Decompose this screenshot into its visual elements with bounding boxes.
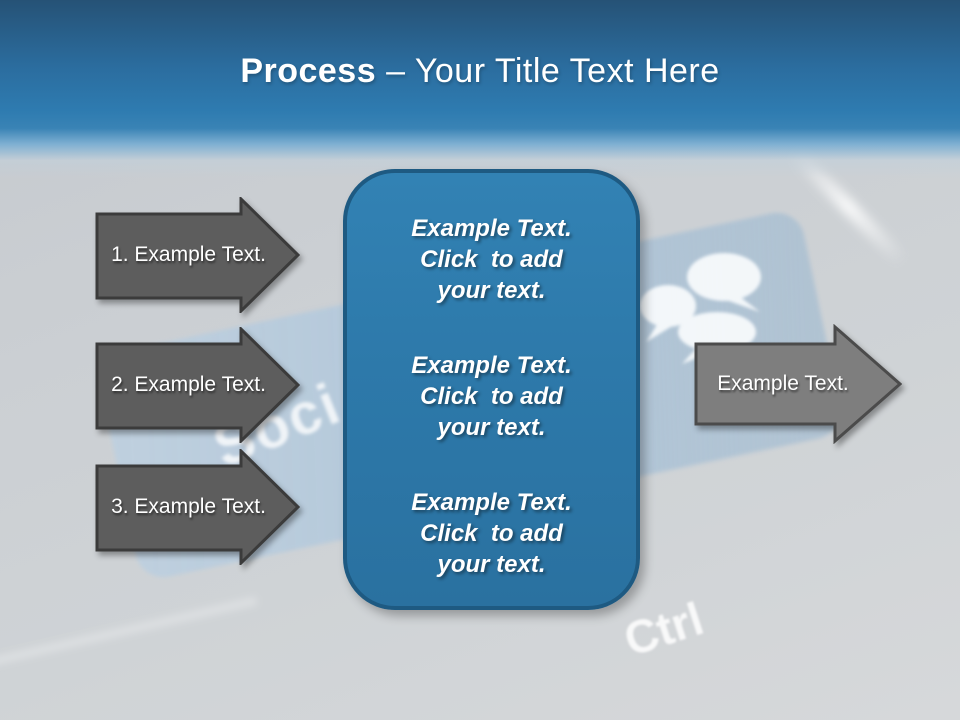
process-arrow-2-label: 2. Example Text. — [111, 373, 266, 396]
output-arrow-label: Example Text. — [717, 372, 849, 395]
process-arrow-1-label: 1. Example Text. — [111, 243, 266, 266]
light-streak-2 — [0, 596, 258, 668]
speech-bubbles-icon — [640, 253, 761, 364]
header-band — [0, 0, 960, 178]
process-arrow-3-label: 3. Example Text. — [111, 495, 266, 518]
text-placeholder-2[interactable]: Example Text. Click to add your text. — [411, 352, 572, 441]
slide-title: Process – Your Title Text Here — [0, 52, 960, 91]
slide-title-keyword: Process — [240, 52, 377, 90]
process-text-box[interactable]: Example Text. Click to add your text. Ex… — [343, 169, 640, 610]
output-arrow[interactable]: Example Text. — [694, 324, 902, 444]
process-arrow-3[interactable]: 3. Example Text. — [95, 449, 300, 565]
background-ctrl-key-label: Ctrl — [617, 592, 710, 666]
process-arrow-2[interactable]: 2. Example Text. — [95, 327, 300, 443]
slide-title-subtitle: – Your Title Text Here — [386, 52, 720, 90]
process-arrow-1[interactable]: 1. Example Text. — [95, 197, 300, 313]
text-placeholder-3[interactable]: Example Text. Click to add your text. — [411, 489, 572, 578]
text-placeholder-1[interactable]: Example Text. Click to add your text. — [411, 215, 572, 304]
